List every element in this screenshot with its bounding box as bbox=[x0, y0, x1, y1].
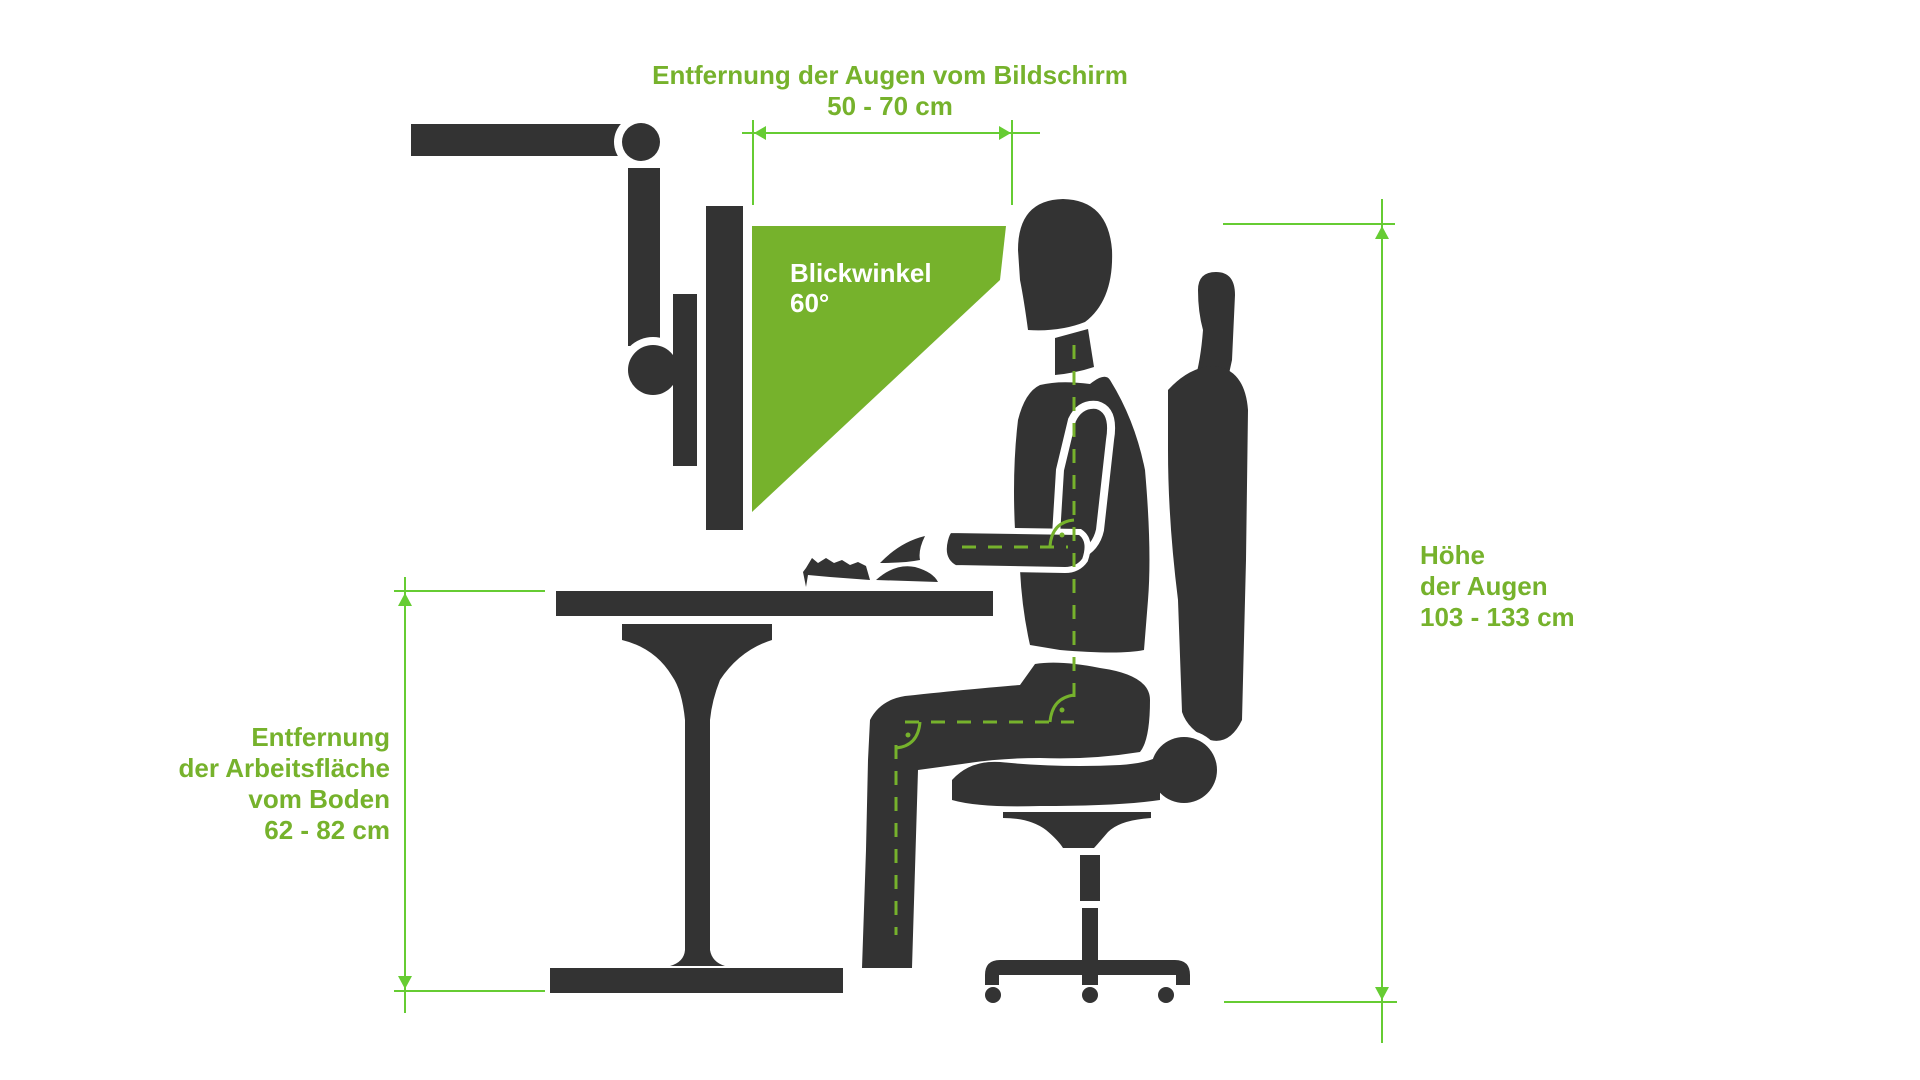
desk-base bbox=[550, 968, 843, 993]
eye-height-line1: Höhe bbox=[1420, 540, 1485, 570]
desk-height-dimension bbox=[394, 577, 545, 1013]
desk-height-line3: vom Boden bbox=[248, 784, 390, 814]
desk-height-line2: der Arbeitsfläche bbox=[178, 753, 390, 783]
eye-distance-title: Entfernung der Augen vom Bildschirm bbox=[652, 60, 1128, 90]
eye-height-dimension bbox=[1223, 199, 1397, 1043]
desk-pedestal bbox=[550, 624, 772, 966]
chair-headrest bbox=[1190, 272, 1235, 398]
eye-distance-value: 50 - 70 cm bbox=[827, 91, 953, 121]
knee-90-icon bbox=[895, 721, 922, 750]
eye-distance-label: Entfernung der Augen vom Bildschirm 50 -… bbox=[560, 60, 1220, 122]
eye-height-label: Höhe der Augen 103 - 133 cm bbox=[1420, 540, 1575, 633]
desk-height-label: Entfernung der Arbeitsfläche vom Boden 6… bbox=[60, 722, 390, 846]
monitor-arm bbox=[411, 115, 697, 466]
seated-person bbox=[862, 199, 1150, 968]
desk bbox=[550, 591, 993, 993]
elbow-90-icon bbox=[1048, 518, 1075, 547]
desk-height-value: 62 - 82 cm bbox=[264, 815, 390, 845]
right-angle-dots bbox=[905, 532, 1065, 738]
thigh-and-shin bbox=[862, 662, 1150, 968]
eye-height-value: 103 - 133 cm bbox=[1420, 602, 1575, 632]
monitor bbox=[706, 206, 743, 530]
viewing-angle-triangle bbox=[752, 226, 1006, 512]
hip-90-icon bbox=[1048, 693, 1075, 723]
desk-height-line1: Entfernung bbox=[251, 722, 390, 752]
keyboard bbox=[803, 558, 870, 587]
chair-wheel bbox=[1158, 987, 1174, 1003]
viewing-angle-title: Blickwinkel bbox=[790, 258, 932, 288]
posture-guides bbox=[894, 345, 1076, 935]
viewing-angle-value: 60° bbox=[790, 288, 830, 318]
chair-armrest-knob bbox=[1151, 737, 1217, 803]
eye-height-line2: der Augen bbox=[1420, 571, 1548, 601]
chair-seat bbox=[952, 755, 1160, 807]
head bbox=[1018, 199, 1113, 331]
desk-top bbox=[556, 591, 993, 616]
chair-wheel bbox=[1082, 987, 1098, 1003]
chair-seat-support bbox=[1003, 812, 1151, 848]
chair-wheel bbox=[985, 987, 1001, 1003]
eye-distance-dimension bbox=[742, 120, 1040, 205]
forearm bbox=[940, 526, 1091, 574]
office-chair bbox=[952, 272, 1248, 1003]
viewing-angle-label: Blickwinkel 60° bbox=[790, 258, 932, 318]
chair-gas-lift-upper bbox=[1080, 855, 1100, 901]
chair-backrest bbox=[1168, 366, 1248, 741]
chair-gas-lift-lower bbox=[1082, 908, 1098, 960]
hand bbox=[880, 536, 925, 563]
mouse bbox=[876, 566, 938, 582]
